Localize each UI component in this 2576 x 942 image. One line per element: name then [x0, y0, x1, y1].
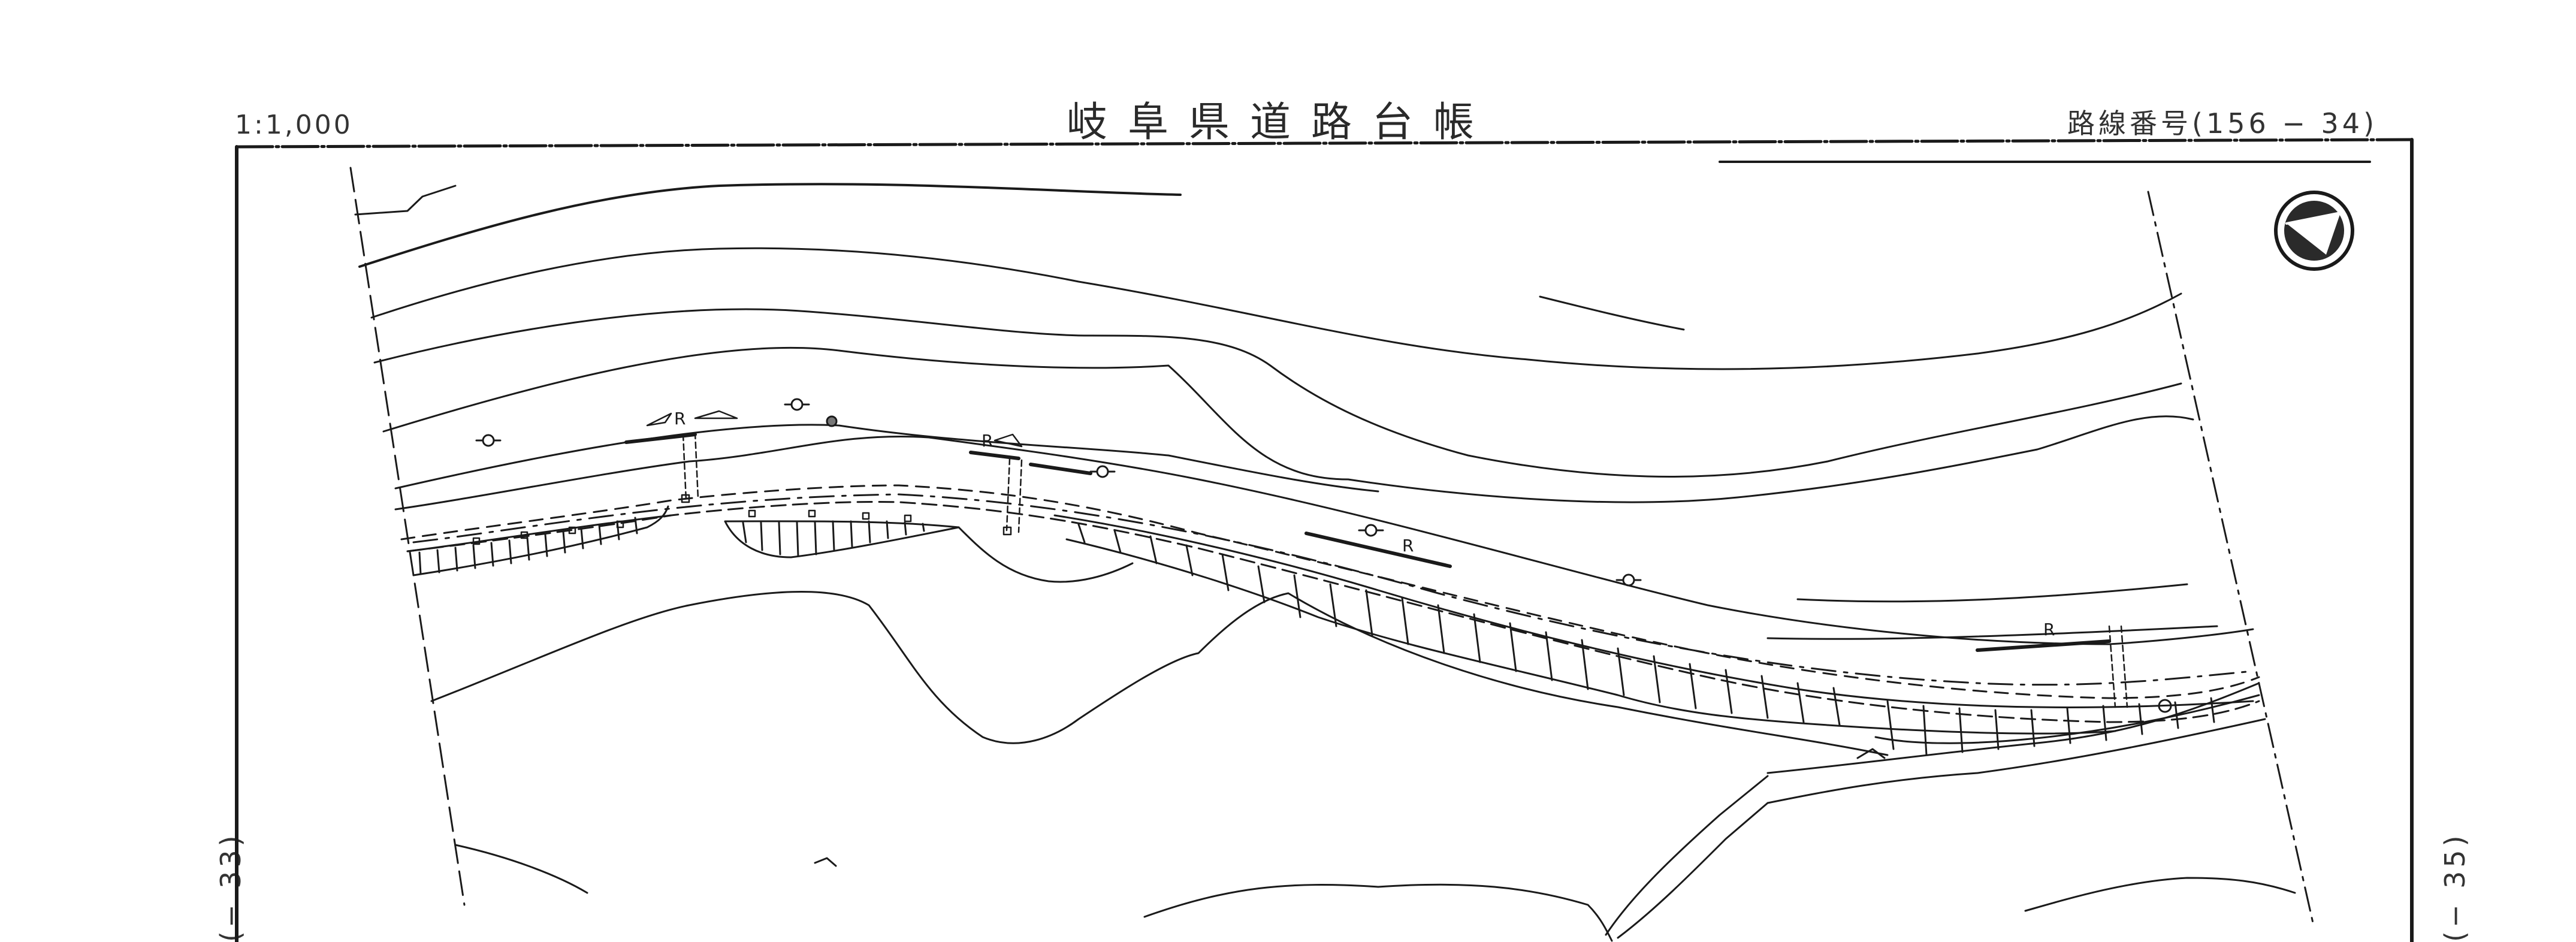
manhole-symbol [826, 415, 838, 427]
scale-label: 1:1,000 [235, 110, 353, 140]
contour-lines-lower [430, 526, 2296, 942]
road-marker-4: R [2043, 620, 2055, 639]
marker-flags [646, 410, 1023, 448]
slope-hatch-island [724, 520, 960, 558]
frame-top-line [235, 138, 2414, 149]
match-line-right [2147, 191, 2314, 924]
slope-hatch-left [406, 505, 672, 576]
match-line-left [349, 167, 466, 906]
pole-symbol [1364, 524, 1378, 537]
pole-symbol [790, 398, 804, 411]
slope-hatch-right [1053, 514, 2260, 756]
pole-symbol [1096, 465, 1109, 478]
guardrails [624, 433, 2111, 652]
pole-symbols [475, 398, 2172, 713]
pole-symbol [482, 434, 495, 447]
road-edges [394, 435, 2260, 723]
road-marker-3: R [1402, 536, 1414, 555]
culverts [682, 431, 2128, 708]
contour-lines-upper [354, 183, 2218, 640]
pole-symbol [1622, 573, 1635, 587]
pole-symbol [2158, 699, 2172, 713]
road-marker-symbols: R R R R [674, 409, 2055, 639]
map-title: 岐阜県道路台帳 [1067, 99, 1495, 146]
road-marker-2: R [982, 431, 993, 451]
route-number-label: 路線番号(156 − 34) [2067, 107, 2378, 140]
north-arrow-icon [2274, 191, 2354, 271]
boundary-markers [472, 494, 1012, 545]
road-marker-1: R [674, 409, 685, 428]
